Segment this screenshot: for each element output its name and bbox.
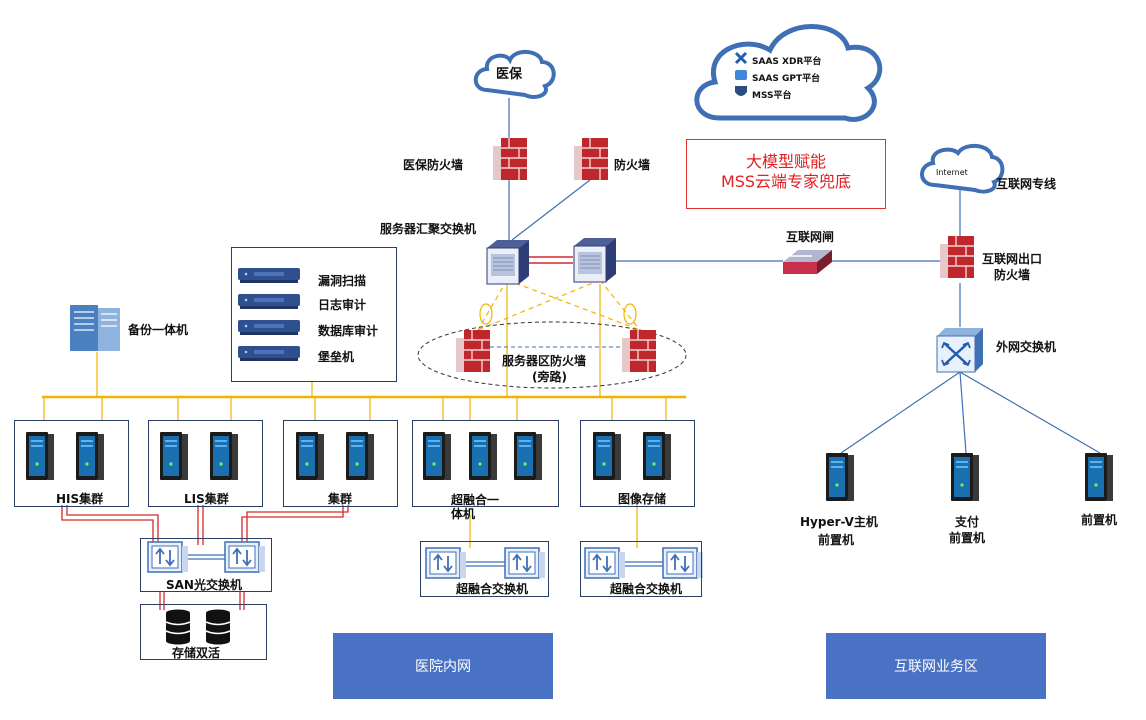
firewall-icon	[455, 329, 491, 373]
storage-box	[140, 604, 267, 660]
ai-box-line1: 大模型赋能	[745, 152, 826, 171]
server-fw-mode-label: (旁路)	[532, 370, 567, 384]
server-icon	[70, 305, 120, 351]
cloud-icon	[694, 24, 883, 122]
ext-switch-label: 外网交换机	[996, 340, 1057, 354]
switch-icon	[573, 237, 617, 283]
hci-cluster-label: 超融合一体机	[451, 493, 500, 521]
cloud-item-xdr: SAAS XDR平台	[752, 57, 822, 67]
firewall-icon	[492, 137, 528, 181]
yibao-cloud-icon	[473, 50, 556, 99]
firewall-label: 防火墙	[614, 158, 651, 172]
pay-label-2: 前置机	[949, 531, 986, 545]
hyperv-label-1: Hyper-V主机	[800, 515, 878, 529]
server-fw-label: 服务器区防火墙	[502, 354, 587, 368]
his-cluster-box	[14, 420, 129, 507]
intranet-region: 医院内网	[333, 633, 553, 699]
image-storage-label: 图像存储	[618, 492, 667, 506]
gpt-icon	[735, 70, 747, 80]
hci-switch-2-label: 超融合交换机	[610, 582, 683, 596]
ai-box-line2: MSS云端专家兜底	[720, 172, 852, 191]
backup-label: 备份一体机	[128, 323, 189, 337]
internet-cloud-label: Internet	[936, 168, 968, 177]
internet-fw-label-1: 互联网出口	[982, 252, 1043, 266]
lis-cluster-label: LIS集群	[184, 492, 229, 506]
internet-region: 互联网业务区	[826, 633, 1046, 699]
yibao-cloud-label: 医保	[496, 67, 523, 82]
firewall-icon	[621, 329, 657, 373]
switch-icon	[936, 328, 983, 373]
san-switch-label: SAN光交换机	[166, 578, 242, 592]
internet-fw-label-2: 防火墙	[994, 268, 1031, 282]
gateway-label: 互联网闸	[786, 230, 835, 244]
pay-label-1: 支付	[955, 515, 980, 529]
storage-label: 存储双活	[172, 646, 221, 660]
security-devices-box	[231, 247, 397, 382]
internet-line-label: 互联网专线	[996, 177, 1057, 191]
image-storage-box	[580, 420, 695, 507]
security-device-1-label: 漏洞扫描	[318, 274, 367, 288]
gateway-icon	[783, 250, 832, 274]
front-label: 前置机	[1081, 513, 1118, 527]
cluster-box	[283, 420, 398, 507]
san-switch-box	[140, 538, 272, 592]
server-icon	[826, 453, 854, 501]
server-icon	[1085, 453, 1113, 501]
cloud-item-mss: MSS平台	[752, 91, 792, 101]
yibao-firewall-label: 医保防火墙	[403, 158, 464, 172]
security-device-4-label: 堡垒机	[318, 350, 355, 364]
hci-switch-box-1	[420, 541, 549, 597]
his-cluster-label: HIS集群	[56, 492, 104, 506]
cloud-item-gpt: SAAS GPT平台	[752, 74, 821, 84]
cluster-label: 集群	[328, 492, 353, 506]
switch-icon	[486, 239, 530, 285]
lis-cluster-box	[148, 420, 263, 507]
firewall-icon	[939, 235, 975, 279]
hyperv-label-2: 前置机	[818, 533, 855, 547]
xdr-icon	[734, 51, 748, 65]
firewall-icon	[573, 137, 609, 181]
security-device-2-label: 日志审计	[318, 298, 367, 312]
hci-cluster-box	[412, 420, 559, 507]
hci-switch-1-label: 超融合交换机	[456, 582, 529, 596]
ai-box: 大模型赋能 MSS云端专家兜底	[686, 139, 886, 209]
hci-switch-box-2	[580, 541, 702, 597]
internet-cloud-icon	[920, 144, 1005, 194]
core-switch-label: 服务器汇聚交换机	[380, 222, 477, 236]
security-device-3-label: 数据库审计	[318, 324, 379, 338]
server-icon	[951, 453, 979, 501]
shield-icon	[735, 86, 747, 96]
